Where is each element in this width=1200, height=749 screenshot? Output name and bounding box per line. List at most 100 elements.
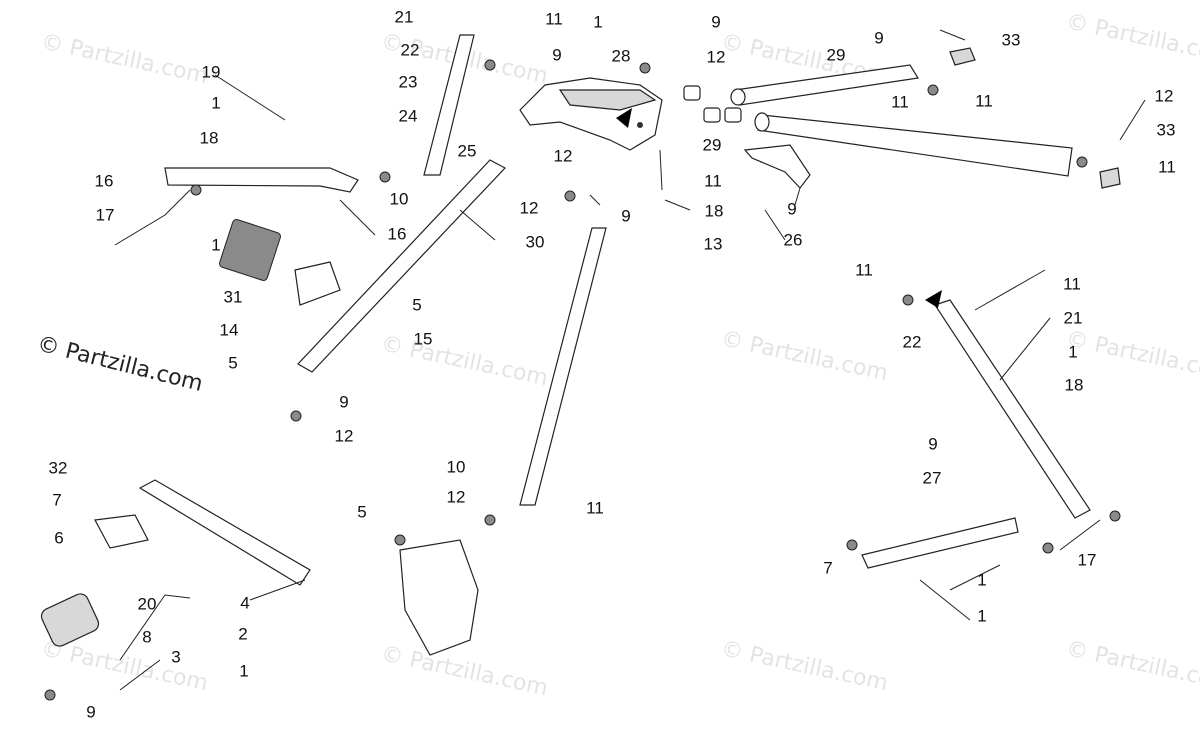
nut-1	[1042, 542, 1054, 554]
callout-number: 13	[704, 235, 723, 254]
nut-11	[902, 294, 914, 306]
callout-number: 12	[554, 147, 573, 166]
leader-line	[459, 209, 496, 241]
callout-number: 1	[1068, 343, 1077, 362]
leader-line	[974, 269, 1046, 311]
callout-number: 5	[357, 503, 366, 522]
bushing-12	[724, 107, 742, 123]
nut-10	[394, 534, 406, 546]
callout-number: 14	[220, 321, 239, 340]
bar-17	[164, 167, 359, 193]
callout-number: 11	[704, 172, 722, 191]
callout-number: 11	[1063, 275, 1081, 294]
callout-number: 20	[138, 595, 157, 614]
leader-line	[999, 317, 1051, 381]
motor-assembly	[40, 593, 100, 647]
callout-number: 12	[447, 488, 466, 507]
callout-number: 33	[1002, 31, 1021, 50]
callout-number: 21	[1064, 309, 1083, 328]
watermark-tile: © Partzilla.com	[379, 331, 550, 391]
callout-number: 21	[395, 8, 414, 27]
callout-number: 9	[339, 393, 348, 412]
callout-number: 1	[977, 607, 986, 626]
bracket-15	[294, 261, 341, 306]
callout-number: 10	[390, 190, 409, 209]
nut-10	[379, 171, 391, 183]
leader-line	[119, 659, 161, 691]
nut-1	[846, 539, 858, 551]
leader-line	[249, 579, 306, 601]
tube-end	[730, 88, 746, 106]
callout-number: 17	[96, 206, 115, 225]
callout-number: 31	[224, 288, 243, 307]
callout-number: 9	[787, 200, 796, 219]
leader-line	[1059, 519, 1101, 551]
callout-number: 5	[228, 354, 237, 373]
clamp-33	[1099, 167, 1121, 189]
callout-number: 2	[238, 625, 247, 644]
callout-number: 11	[1158, 158, 1176, 177]
relay-module	[219, 219, 281, 281]
callout-number: 26	[784, 231, 803, 250]
bracket-top-face	[558, 89, 657, 111]
nut-11	[1076, 156, 1088, 168]
callout-number: 9	[928, 435, 937, 454]
watermark-main: © Partzilla.com	[35, 332, 206, 397]
upper-steering-bracket	[519, 77, 663, 151]
callout-number: 27	[923, 469, 942, 488]
leader-line	[764, 209, 786, 241]
callout-number: 29	[827, 46, 846, 65]
bushing-12	[683, 85, 701, 101]
callout-number: 17	[1078, 551, 1097, 570]
watermark-tile: © Partzilla.com	[379, 641, 550, 701]
callout-number: 18	[200, 129, 219, 148]
bar-17-right	[861, 517, 1019, 569]
callout-number: 9	[621, 207, 630, 226]
leader-line	[919, 579, 971, 621]
callout-number: 9	[86, 703, 95, 722]
bracket-hole	[637, 122, 643, 128]
bracket-30	[743, 144, 811, 189]
callout-number: 22	[903, 333, 922, 352]
callout-number: 9	[874, 29, 883, 48]
watermark-tile: © Partzilla.com	[39, 29, 210, 89]
callout-number: 30	[526, 233, 545, 252]
callout-number: 12	[1155, 87, 1174, 106]
callout-number: 9	[552, 46, 561, 65]
front-arrow-icon	[925, 290, 942, 308]
leader-line	[339, 199, 376, 236]
tube-13	[297, 159, 506, 373]
watermark-tile: © Partzilla.com	[719, 326, 890, 386]
callout-number: 15	[414, 330, 433, 349]
nut-11	[484, 514, 496, 526]
bar-8	[138, 479, 311, 586]
frame-casting	[399, 539, 479, 656]
callout-number: 16	[95, 172, 114, 191]
callout-number: 11	[975, 92, 993, 111]
bar-22-right	[934, 299, 1091, 519]
nut-11	[484, 59, 496, 71]
bushing-12	[703, 107, 721, 123]
watermark-tile: © Partzilla.com	[719, 636, 890, 696]
callout-number: 16	[388, 225, 407, 244]
callout-number: 1	[593, 13, 602, 32]
callout-number: 12	[520, 199, 539, 218]
callout-number: 12	[335, 427, 354, 446]
callout-number: 7	[52, 491, 61, 510]
callout-number: 11	[545, 10, 563, 29]
callout-number: 1	[977, 571, 986, 590]
callout-number: 8	[142, 628, 151, 647]
callout-number: 28	[612, 47, 631, 66]
callout-number: 24	[399, 107, 418, 126]
nut-1	[1109, 510, 1121, 522]
watermark-tile: © Partzilla.com	[1064, 9, 1200, 69]
callout-number: 18	[705, 202, 724, 221]
watermark-tile: © Partzilla.com	[1064, 326, 1200, 386]
leader-line	[1119, 99, 1146, 141]
callout-number: 33	[1157, 121, 1176, 140]
callout-number: 10	[447, 458, 466, 477]
nut-11	[927, 84, 939, 96]
callout-number: 1	[211, 94, 220, 113]
callout-number: 12	[707, 48, 726, 67]
